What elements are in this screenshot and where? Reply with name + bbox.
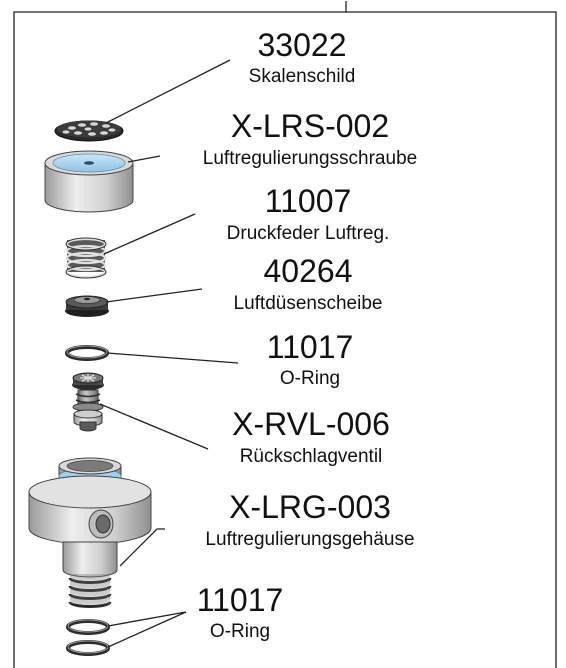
part-number-x-lrs-002: X-LRS-002 — [231, 108, 389, 144]
leader-line-11017-a — [106, 352, 239, 364]
scale-disc-icon — [54, 120, 124, 142]
part-number-11007: 11007 — [265, 183, 352, 219]
leader-line-11007 — [103, 213, 196, 255]
check-valve-icon — [72, 372, 104, 432]
part-name-luftduesenscheibe: Luftdüsenscheibe — [234, 293, 383, 314]
part-number-x-rvl-006: X-RVL-006 — [232, 406, 390, 442]
air-regulator-housing-icon — [28, 457, 152, 608]
part-number-x-lrg-003: X-LRG-003 — [229, 489, 391, 525]
leader-line-11017-b-1 — [107, 611, 187, 627]
part-name-luftregulierungsgehaeuse: Luftregulierungsgehäuse — [205, 529, 414, 550]
air-regulating-screw-icon — [44, 150, 134, 213]
leader-line-x-lrs-002 — [127, 155, 161, 163]
leader-line-11017-b-2 — [107, 611, 187, 648]
compression-spring-icon — [65, 237, 107, 279]
leader-line-x-rvl-006 — [99, 403, 209, 450]
leader-line-33022 — [105, 59, 231, 124]
leader-line-40264 — [105, 288, 203, 303]
part-name-rueckschlagventil: Rückschlagventil — [240, 446, 383, 467]
part-name-skalenschild: Skalenschild — [249, 66, 356, 87]
part-name-luftregulierungsschraube: Luftregulierungsschraube — [203, 148, 417, 169]
part-name-o-ring-b: O-Ring — [210, 621, 270, 642]
o-ring-icon — [65, 345, 109, 361]
air-nozzle-disc-icon — [65, 295, 109, 317]
part-number-33022: 33022 — [258, 27, 347, 63]
frame — [13, 1, 557, 668]
leader-line-x-lrg-003 — [119, 528, 165, 567]
part-number-11017-a: 11017 — [267, 329, 354, 365]
part-name-druckfeder: Druckfeder Luftreg. — [227, 223, 390, 244]
part-number-11017-b: 11017 — [197, 582, 284, 618]
part-number-40264: 40264 — [264, 253, 353, 289]
part-name-o-ring-a: O-Ring — [280, 368, 340, 389]
o-ring-pair-icon — [66, 619, 110, 656]
